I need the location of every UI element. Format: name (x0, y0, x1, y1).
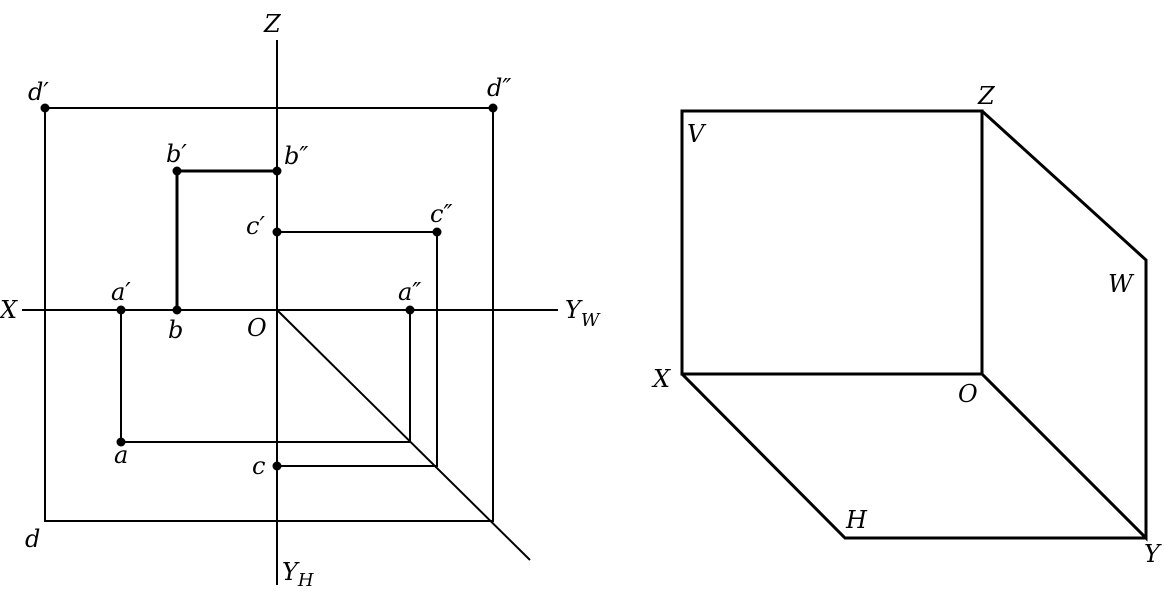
label-z-axis: Z (263, 10, 282, 38)
point-b-front (172, 166, 182, 176)
point-b-side (272, 166, 282, 176)
label-pictorial-o: O (958, 380, 978, 408)
label-yw-axis: YW (565, 296, 601, 331)
label-pictorial-w: W (1108, 270, 1135, 298)
three-plane-pictorial-diagram (680, 109, 1148, 542)
label-pictorial-h: H (845, 506, 868, 534)
point-c-side (432, 227, 442, 237)
label-b-side: b″ (284, 142, 308, 170)
label-yh-sub: H (297, 570, 314, 591)
three-plane-labels: Z V W X O H Y (651, 82, 1162, 568)
label-yw-sub: W (581, 310, 601, 331)
label-a-top: a (114, 441, 128, 469)
label-c-front: c′ (246, 212, 265, 240)
diagonal-45-line (276, 309, 531, 561)
c-projection-lines (277, 231, 438, 467)
label-b-front: b′ (166, 140, 187, 168)
label-yh-axis: YH (282, 558, 314, 591)
label-pictorial-z: Z (977, 82, 996, 110)
v-plane-outline (680, 109, 984, 376)
label-pictorial-y: Y (1144, 540, 1162, 568)
point-d-side (488, 103, 498, 113)
label-a-front: a′ (111, 278, 131, 306)
b-projection-lines (175, 169, 277, 310)
point-c-front (272, 227, 282, 237)
label-d-front: d′ (28, 78, 49, 106)
label-origin: O (247, 314, 267, 342)
label-yw-main: Y (565, 296, 583, 324)
point-a-top (116, 437, 126, 447)
projection-layout-diagram (22, 40, 558, 585)
point-a-side (405, 305, 415, 315)
d-projection-box (44, 107, 494, 522)
label-c-side: c″ (430, 200, 452, 228)
w-plane-outline (980, 109, 1148, 542)
label-b-top: b (168, 316, 183, 344)
point-b-top (172, 305, 182, 315)
label-c-top: c (252, 452, 265, 480)
point-c-top (272, 461, 282, 471)
projection-labels: Z X YW YH O d′ d″ d b′ b″ b c′ c″ c a′ a… (0, 10, 601, 591)
label-pictorial-v: V (687, 120, 707, 148)
point-d-front (40, 103, 50, 113)
label-pictorial-x: X (651, 365, 671, 393)
label-yh-main: Y (282, 558, 300, 586)
point-a-front (116, 305, 126, 315)
label-d-top: d (25, 525, 40, 553)
label-x-axis: X (0, 296, 18, 324)
label-d-side: d″ (487, 74, 511, 102)
label-a-side: a″ (398, 278, 421, 306)
h-plane-outline (680, 372, 1146, 540)
projection-points (40, 103, 498, 471)
a-projection-lines (120, 310, 411, 443)
